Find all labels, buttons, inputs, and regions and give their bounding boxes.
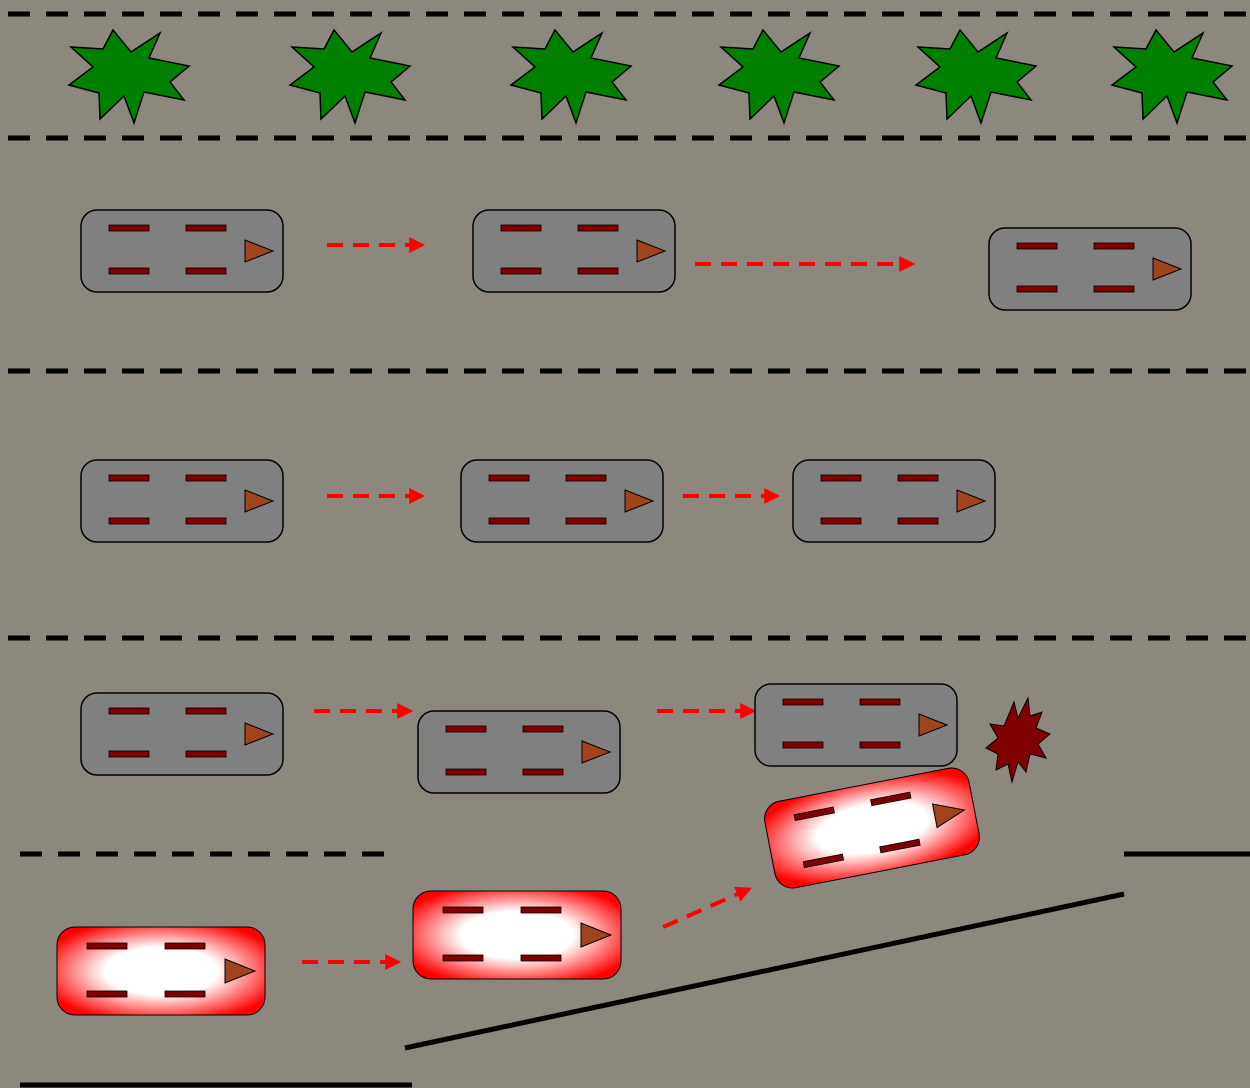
vehicle-grey	[460, 459, 664, 543]
lane-3-traffic	[80, 683, 1051, 794]
vehicle-grey	[754, 683, 958, 767]
merging-vehicle-path	[56, 764, 983, 1016]
vehicle-grey	[792, 459, 996, 543]
ramp-edge	[404, 891, 1125, 1051]
lane-1-traffic	[80, 209, 1192, 311]
tree-icon	[718, 29, 840, 124]
tree-icon	[1111, 29, 1233, 124]
motion-arrow	[662, 886, 752, 929]
vehicle-grey	[80, 209, 284, 293]
vehicle-grey	[417, 710, 621, 794]
vehicle-grey	[988, 227, 1192, 311]
vehicle-merging	[56, 926, 266, 1016]
collision-icon	[985, 696, 1051, 784]
vehicle-merging	[412, 890, 622, 980]
tree-icon	[510, 29, 632, 124]
vehicle-grey	[472, 209, 676, 293]
vehicle-grey	[80, 692, 284, 776]
lane-2-traffic	[80, 459, 996, 543]
tree-row	[68, 29, 1233, 124]
tree-icon	[68, 29, 190, 124]
tree-icon	[289, 29, 411, 124]
tree-icon	[915, 29, 1037, 124]
vehicle-grey	[80, 459, 284, 543]
vehicle-merging	[761, 764, 983, 892]
lane-markings	[8, 11, 1250, 1088]
